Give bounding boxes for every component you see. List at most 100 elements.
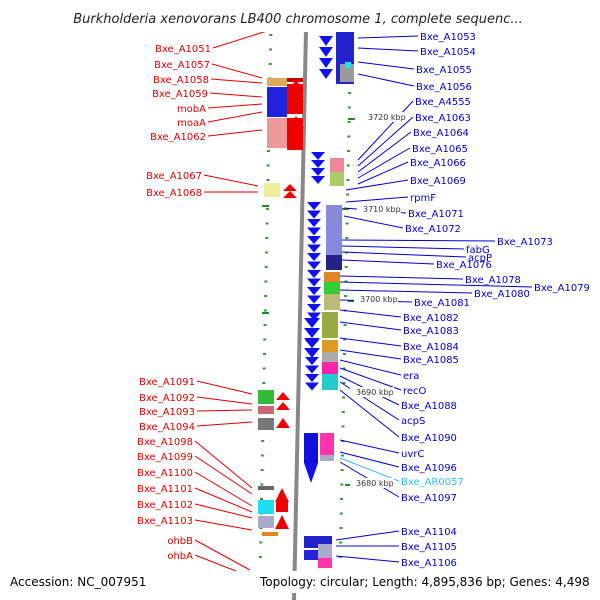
- gene-label-right[interactable]: Bxe_A1066: [410, 158, 466, 169]
- gene-block: [318, 544, 332, 558]
- gene-label-left[interactable]: Bxe_A1051: [155, 44, 211, 55]
- leader-line-right: [345, 196, 409, 203]
- gene-label-right[interactable]: Bxe_A1056: [416, 82, 472, 93]
- leader-line-right: [357, 147, 411, 179]
- gene-label-left[interactable]: Bxe_A1094: [139, 422, 195, 433]
- gene-label-left[interactable]: Bxe_A1058: [153, 75, 209, 86]
- gene-label-left[interactable]: Bxe_A1101: [137, 484, 193, 495]
- gene-label-left[interactable]: ohbA: [167, 551, 193, 562]
- gene-label-right[interactable]: acpS: [401, 416, 425, 427]
- gene-label-left[interactable]: Bxe_A1092: [139, 393, 195, 404]
- gene-label-right[interactable]: Bxe_A1072: [405, 224, 461, 235]
- ruler-dot: [269, 48, 273, 51]
- gene-label-right[interactable]: acpP: [468, 253, 492, 264]
- gene-label-left[interactable]: Bxe_A1099: [137, 452, 193, 463]
- gene-label-right[interactable]: Bxe_A1097: [401, 493, 457, 504]
- gene-label-left[interactable]: moaA: [177, 118, 206, 129]
- gene-label-left[interactable]: Bxe_A1068: [146, 188, 202, 199]
- gene-arrow: [307, 227, 321, 236]
- gene-label-right[interactable]: Bxe_A1078: [465, 275, 521, 286]
- gene-label-right[interactable]: Bxe_AR0057: [401, 477, 464, 488]
- ruler-dot: [266, 179, 270, 181]
- leader-line-right: [339, 439, 400, 454]
- gene-label-right[interactable]: Bxe_A1069: [410, 176, 466, 187]
- ruler-dot: [345, 222, 349, 225]
- gene-label-left[interactable]: Bxe_A1103: [137, 516, 193, 527]
- ruler-dot: [258, 556, 262, 558]
- gene-label-right[interactable]: Bxe_A1073: [497, 237, 553, 248]
- gene-label-right[interactable]: Bxe_A1105: [401, 542, 457, 553]
- topology-text: Topology: circular; Length: 4,895,836 bp…: [259, 575, 590, 589]
- kbp-marker: 3720 kbp: [368, 113, 406, 122]
- gene-label-right[interactable]: Bxe_A1065: [412, 144, 468, 155]
- gene-block: [322, 352, 338, 362]
- gene-label-right[interactable]: fabG: [466, 245, 490, 256]
- gene-arrow: [307, 295, 321, 304]
- gene-arrow: [307, 312, 321, 321]
- gene-label-right[interactable]: Bxe_A1088: [401, 401, 457, 412]
- gene-label-right[interactable]: uvrC: [401, 449, 424, 460]
- gene-label-right[interactable]: Bxe_A1082: [403, 313, 459, 324]
- gene-label-right[interactable]: Bxe_A1090: [401, 433, 457, 444]
- gene-arrow: [307, 244, 321, 253]
- gene-block: [267, 78, 287, 86]
- gene-label-right[interactable]: era: [403, 371, 419, 382]
- leader-line-left: [194, 503, 253, 519]
- gene-label-right[interactable]: Bxe_A1079: [534, 283, 590, 294]
- gene-label-right[interactable]: Bxe_A4555: [415, 97, 471, 108]
- gene-label-right[interactable]: Bxe_A1084: [403, 342, 459, 353]
- ruler-dot: [264, 295, 268, 297]
- gene-label-left[interactable]: ohbB: [167, 536, 193, 547]
- chromosome-backbone: [292, 29, 308, 600]
- gene-label-left[interactable]: Bxe_A1062: [150, 132, 206, 143]
- leader-line-left: [196, 380, 253, 395]
- gene-label-left[interactable]: Bxe_A1091: [139, 377, 195, 388]
- gene-label-right[interactable]: Bxe_A1085: [403, 355, 459, 366]
- gene-label-right[interactable]: recO: [403, 386, 427, 397]
- gene-label-left[interactable]: Bxe_A1059: [152, 89, 208, 100]
- gene-label-left[interactable]: Bxe_A1098: [137, 437, 193, 448]
- gene-label-right[interactable]: Bxe_A1096: [401, 463, 457, 474]
- gene-label-right[interactable]: Bxe_A1080: [474, 289, 530, 300]
- gene-label-left[interactable]: Bxe_A1102: [137, 500, 193, 511]
- gene-block: [304, 550, 318, 560]
- leader-line-right: [341, 259, 435, 265]
- ruler-dot: [339, 541, 343, 544]
- gene-label-right[interactable]: rpmF: [410, 193, 436, 204]
- gene-label-right[interactable]: Bxe_A1081: [414, 298, 470, 309]
- gene-label-left[interactable]: mobA: [177, 104, 206, 115]
- leader-line-right: [357, 161, 409, 185]
- gene-arrow: [307, 287, 321, 295]
- gene-block: [264, 183, 280, 197]
- gene-label-right[interactable]: Bxe_A1083: [403, 326, 459, 337]
- gene-label-right[interactable]: Bxe_A1104: [401, 527, 457, 538]
- kbp-marker: 3700 kbp: [360, 295, 398, 304]
- gene-label-right[interactable]: Bxe_A1064: [413, 128, 469, 139]
- gene-label-right[interactable]: Bxe_A1106: [401, 558, 457, 569]
- gene-block: [326, 205, 342, 255]
- gene-label-right[interactable]: Bxe_A1063: [415, 113, 471, 124]
- gene-label-left[interactable]: Bxe_A1067: [146, 171, 202, 182]
- gene-block: [258, 390, 274, 404]
- gene-arrow: [307, 219, 321, 227]
- gene-label-left[interactable]: Bxe_A1100: [137, 468, 193, 479]
- ruler-tick: [342, 208, 349, 210]
- gene-label-right[interactable]: Bxe_A1053: [420, 32, 476, 43]
- gene-label-right[interactable]: Bxe_A1054: [420, 47, 476, 58]
- leader-line-left: [194, 471, 253, 507]
- gene-arrow: [305, 382, 319, 391]
- ruler-dot: [343, 324, 347, 326]
- gene-label-left[interactable]: Bxe_A1093: [139, 407, 195, 418]
- gene-label-left[interactable]: Bxe_A1057: [154, 60, 210, 71]
- leader-line-right: [339, 321, 402, 331]
- gene-label-right[interactable]: Bxe_A1055: [416, 65, 472, 76]
- leader-line-left: [196, 396, 253, 405]
- gene-label-right[interactable]: Bxe_A1071: [408, 209, 464, 220]
- gene-label-right[interactable]: Bxe_A1076: [436, 260, 492, 271]
- ruler-dot: [264, 251, 268, 254]
- leader-line-left: [207, 129, 263, 137]
- ruler-dot: [340, 469, 344, 471]
- gene-block: [276, 502, 288, 512]
